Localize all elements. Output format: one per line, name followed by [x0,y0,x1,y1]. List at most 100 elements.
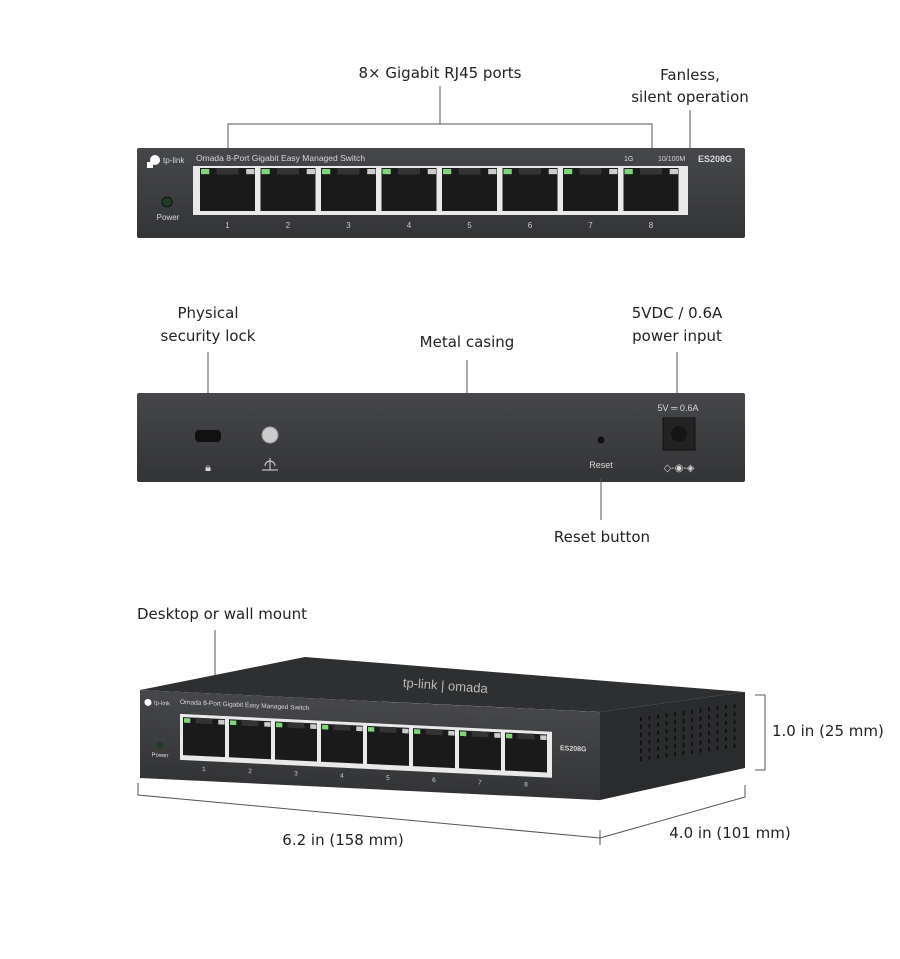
speed-led-icon [246,169,255,175]
rj45-port-8[interactable] [623,168,679,211]
speed-led-icon [306,169,315,175]
vent-hole [665,721,668,726]
link-led-icon [368,726,375,732]
link-led-icon [230,720,237,726]
rj45-port-3[interactable] [275,721,317,762]
link-led-icon [503,169,512,175]
vent-hole [733,711,736,716]
speed-led-icon [488,169,497,175]
port-socket [381,168,437,211]
vent-holes [640,703,736,761]
rj45-port-5[interactable] [442,168,497,211]
callout-lock-1: Physical [177,304,238,322]
polarity-icon: ◇-◉-◈ [664,463,695,474]
vent-hole [674,752,676,757]
front-face: tp-link Omada 8-Port Gigabit Easy Manage… [140,690,600,801]
reset-button[interactable] [597,436,605,444]
vent-hole [657,722,659,727]
link-led-icon [460,731,467,737]
port-latch [333,724,351,731]
speed-led-icon [494,733,501,738]
vent-hole [648,755,651,760]
rj45-port-1[interactable] [183,717,225,758]
width-depth-dimension-line [137,783,746,845]
vent-hole [716,730,719,735]
rj45-port-1[interactable] [200,168,255,211]
reset-label: Reset [589,460,613,470]
link-led-icon [201,169,210,175]
vent-hole [733,727,736,732]
port-socket [413,728,455,769]
vent-hole [699,740,702,745]
port-number: 7 [588,221,593,230]
port-latch [337,168,360,175]
vent-hole [691,733,693,738]
vent-hole [640,717,642,721]
rj45-port-7[interactable] [459,730,501,771]
vent-hole [648,731,651,736]
vent-hole [691,717,693,722]
power-label-3d: Power [151,753,168,760]
port-number: 5 [386,775,390,782]
vent-hole [682,751,685,755]
link-led-icon [564,169,573,175]
vent-hole [725,713,727,717]
port-number: 1 [225,221,230,230]
vent-hole [708,739,710,744]
back-view: Physical security lock Metal casing 5VDC… [137,304,745,546]
vent-hole [716,714,719,719]
vent-hole [674,736,676,741]
callout-ports: 8× Gigabit RJ45 ports [359,64,522,82]
port-latch [195,717,213,725]
port-latch [216,168,239,175]
vent-hole [708,723,710,728]
vent-hole [657,746,659,751]
speed-led-icon [367,169,376,175]
rj45-port-5[interactable] [367,725,409,766]
vent-hole [648,715,651,720]
callout-power-2: power input [632,327,722,345]
rj45-port-2[interactable] [229,719,271,760]
vent-hole [691,749,693,754]
top-face [140,657,745,712]
vent-hole [699,716,702,721]
callout-mount: Desktop or wall mount [137,605,307,623]
vent-hole [674,712,676,717]
port-socket [442,168,497,211]
model-label: ES208G [698,154,732,164]
rj45-port-6[interactable] [502,168,558,211]
rj45-port-3[interactable] [321,168,376,211]
ground-screw-icon [261,426,279,444]
port-socket [563,168,618,211]
rj45-port-8[interactable] [505,732,547,773]
vent-hole [665,753,668,758]
rj45-port-4[interactable] [321,723,363,764]
port-number: 7 [478,779,482,786]
tp-link-logo-icon [147,155,160,168]
link-led-icon [276,722,283,728]
vent-hole [657,738,659,743]
callout-fanless-1: Fanless, [660,66,720,84]
rj45-port-7[interactable] [563,168,618,211]
link-led-icon [382,169,391,175]
link-led-icon [624,169,633,175]
port-number: 2 [248,768,252,775]
vent-hole [674,720,676,725]
ground-symbol-icon [262,458,278,471]
led-1g-label: 1G [624,156,633,163]
port-latch [579,168,602,175]
rj45-port-4[interactable] [381,168,437,211]
vent-hole [665,745,668,750]
link-led-icon [322,169,331,175]
vent-hole [657,754,659,759]
vent-hole [733,719,736,724]
port-number: 6 [432,777,436,784]
port-socket [367,725,409,766]
led-100m-label: 10/100M [658,156,685,163]
port-number: 3 [294,770,298,777]
power-rating: 5V ═ 0.6A [658,403,699,413]
rj45-port-6[interactable] [413,728,455,769]
speed-led-icon [310,724,317,730]
rj45-port-2[interactable] [260,168,316,211]
